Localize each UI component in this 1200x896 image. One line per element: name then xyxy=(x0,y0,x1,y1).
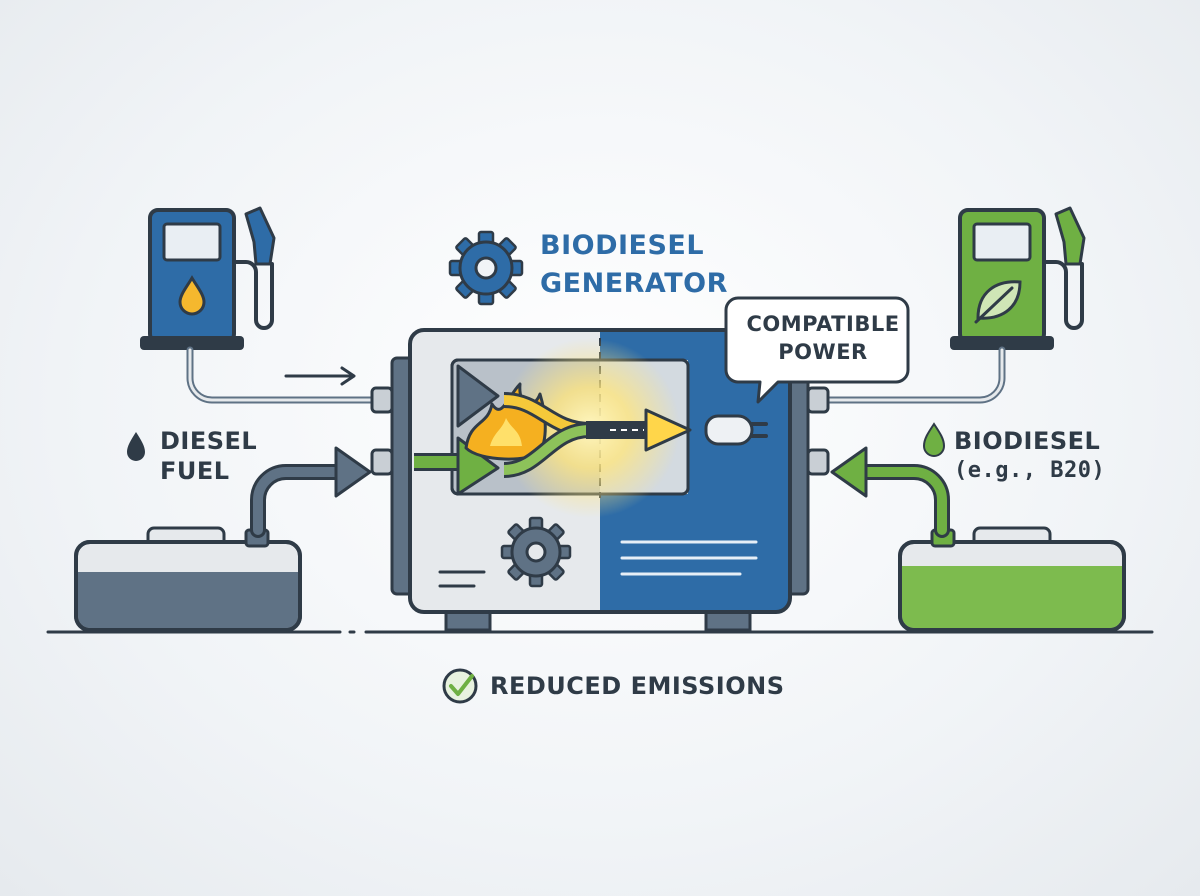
biodiesel-pump-icon xyxy=(950,206,1086,350)
compatible-power-bubble xyxy=(724,296,910,404)
gear-icon xyxy=(448,230,524,306)
droplet-icon xyxy=(127,432,145,461)
droplet-icon xyxy=(178,275,206,316)
gear-icon xyxy=(500,516,572,588)
bubble-line-2: POWER xyxy=(778,340,868,364)
generator xyxy=(370,328,830,632)
plug-icon xyxy=(704,414,768,446)
biodiesel-label-line-1: BIODIESEL xyxy=(954,427,1101,455)
biodiesel-tank xyxy=(898,526,1126,632)
check-circle-icon xyxy=(442,668,478,704)
droplet-icon xyxy=(922,422,946,457)
diesel-label-line-2: FUEL xyxy=(160,457,230,485)
flow-arrow-small xyxy=(284,366,356,386)
biodiesel-label-line-2: (e.g., B20) xyxy=(954,458,1106,483)
bubble-line-1: COMPATIBLE xyxy=(746,312,900,336)
title-line-2: GENERATOR xyxy=(540,268,728,299)
reduced-emissions-label: REDUCED EMISSIONS xyxy=(490,672,785,700)
diesel-pump-icon xyxy=(140,206,276,350)
diesel-tank xyxy=(74,526,302,632)
title-line-1: BIODIESEL xyxy=(540,230,705,261)
leaf-icon xyxy=(974,280,1022,324)
diesel-label-line-1: DIESEL xyxy=(160,427,258,455)
